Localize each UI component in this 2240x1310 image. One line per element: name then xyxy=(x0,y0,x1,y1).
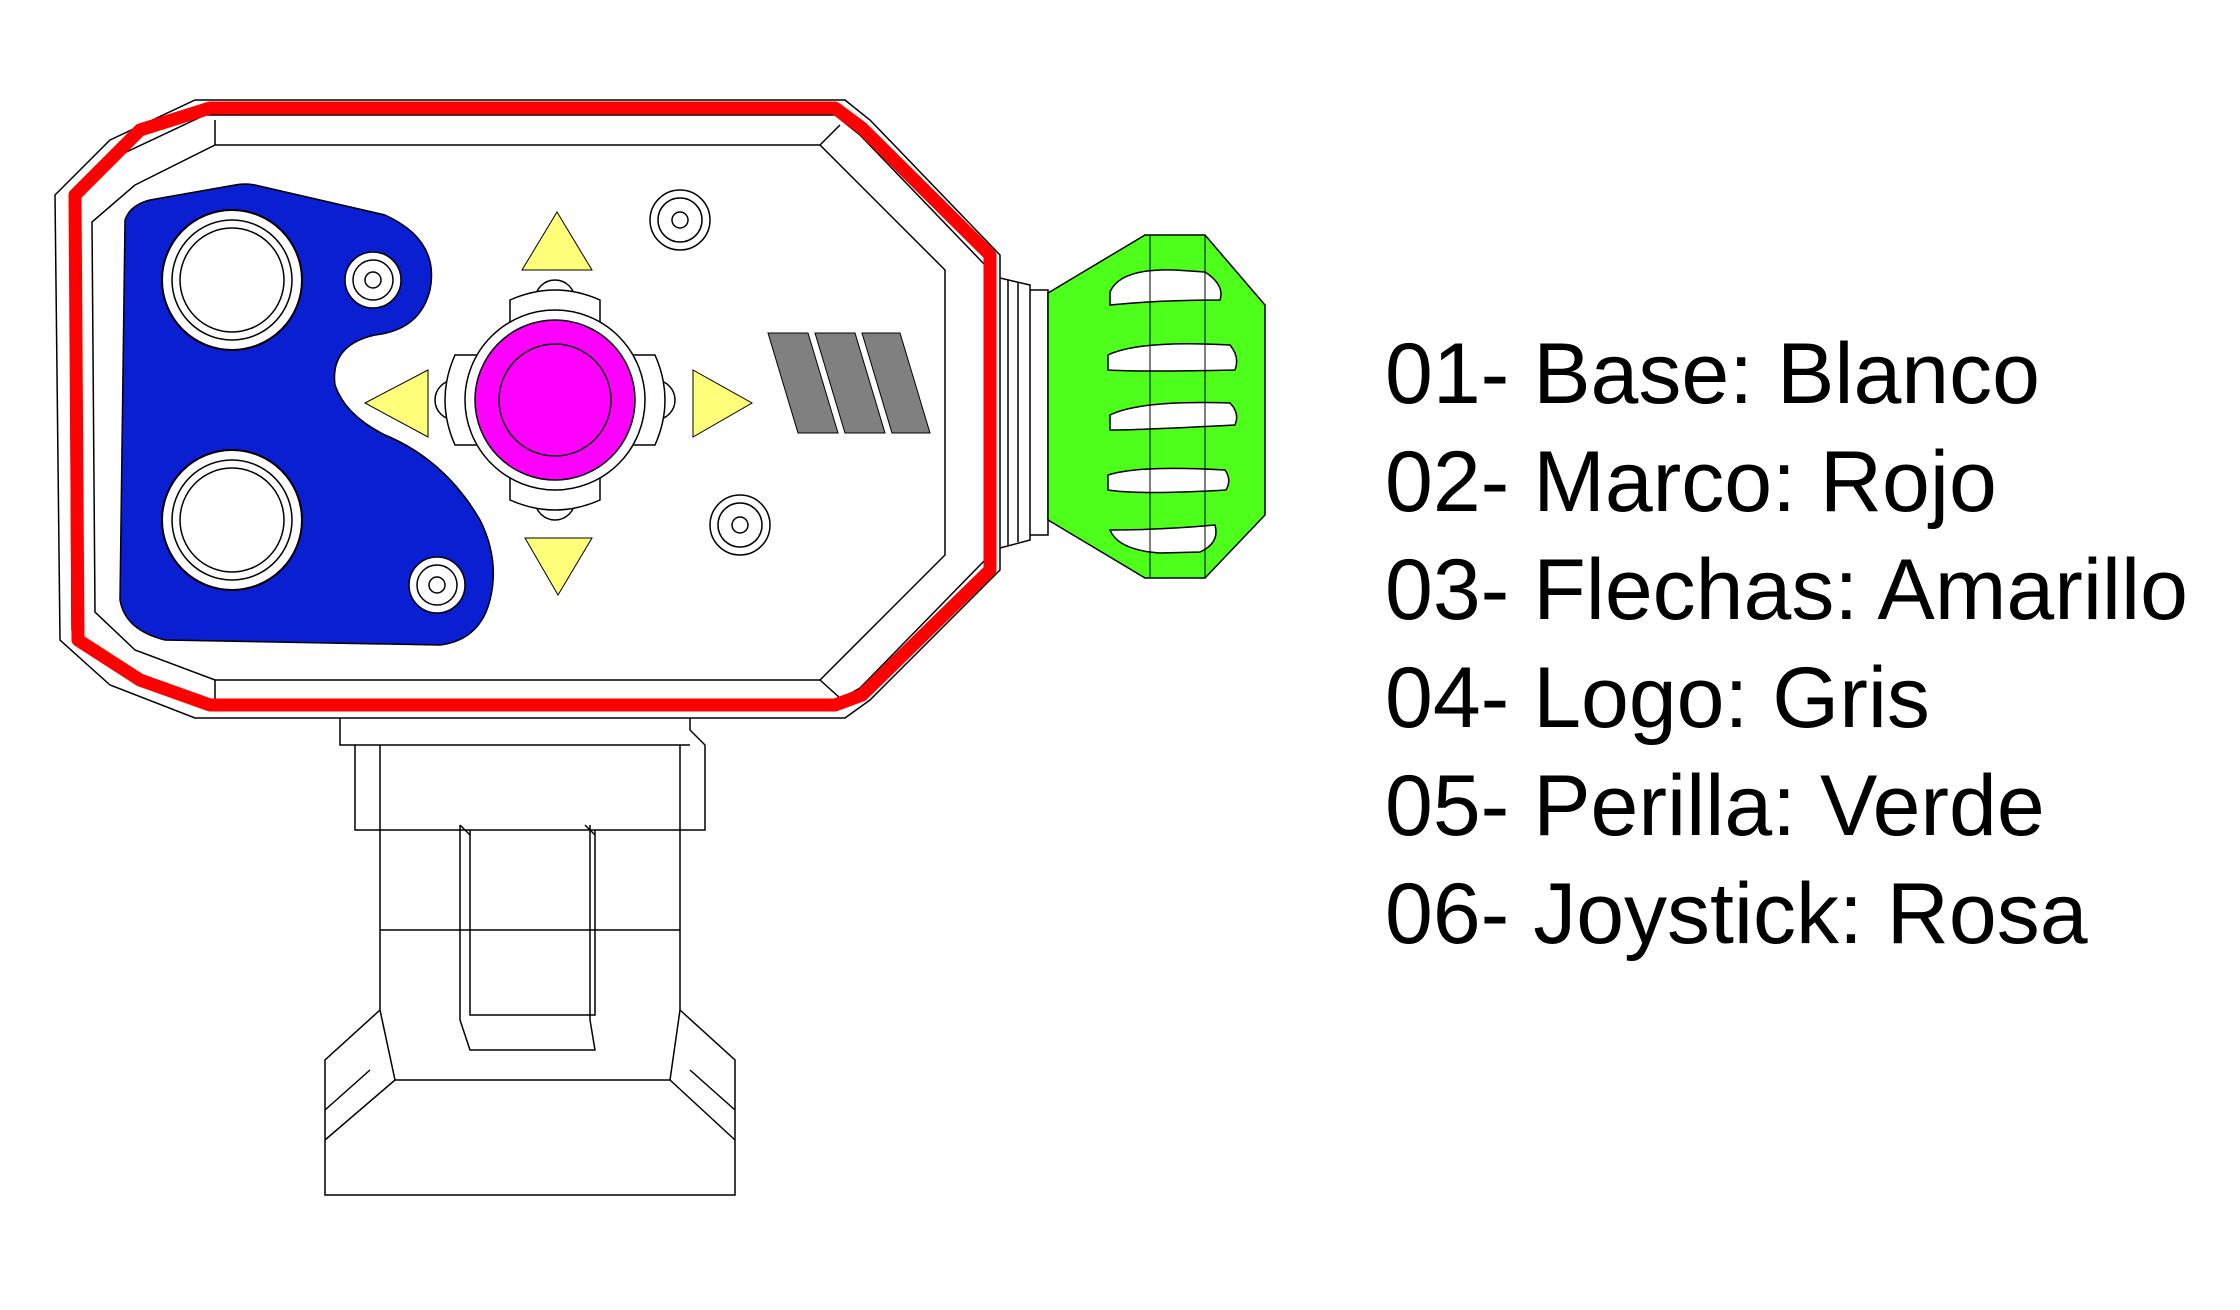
arrow-left-icon xyxy=(363,369,429,438)
logo-stripes-icon xyxy=(767,332,931,434)
bottom-button[interactable] xyxy=(161,449,303,591)
legend-item-grip: 05- Perilla: Verde xyxy=(1385,758,2045,854)
screw-top-right xyxy=(649,189,711,251)
top-button[interactable] xyxy=(161,209,303,351)
legend-item-joystick: 06- Joystick: Rosa xyxy=(1385,866,2088,962)
legend-item-frame: 02- Marco: Rojo xyxy=(1385,434,1997,530)
arrow-up-icon xyxy=(521,211,593,271)
legend-item-logo: 04- Logo: Gris xyxy=(1385,650,1930,746)
legend-item-base: 01- Base: Blanco xyxy=(1385,326,2040,422)
screw-bottom-right xyxy=(709,494,771,556)
arrow-down-icon xyxy=(524,537,593,596)
legend-item-arrows: 03- Flechas: Amarillo xyxy=(1385,542,2188,638)
screw-panel-bottom xyxy=(408,556,466,614)
frame-outline xyxy=(68,101,997,712)
color-legend: 01- Base: Blanco 02- Marco: Rojo 03- Fle… xyxy=(1385,320,2188,968)
screw-panel-top xyxy=(344,251,402,309)
joystick-center xyxy=(498,343,612,457)
grip-knob[interactable] xyxy=(1047,234,1266,579)
arrow-right-icon xyxy=(692,369,754,438)
